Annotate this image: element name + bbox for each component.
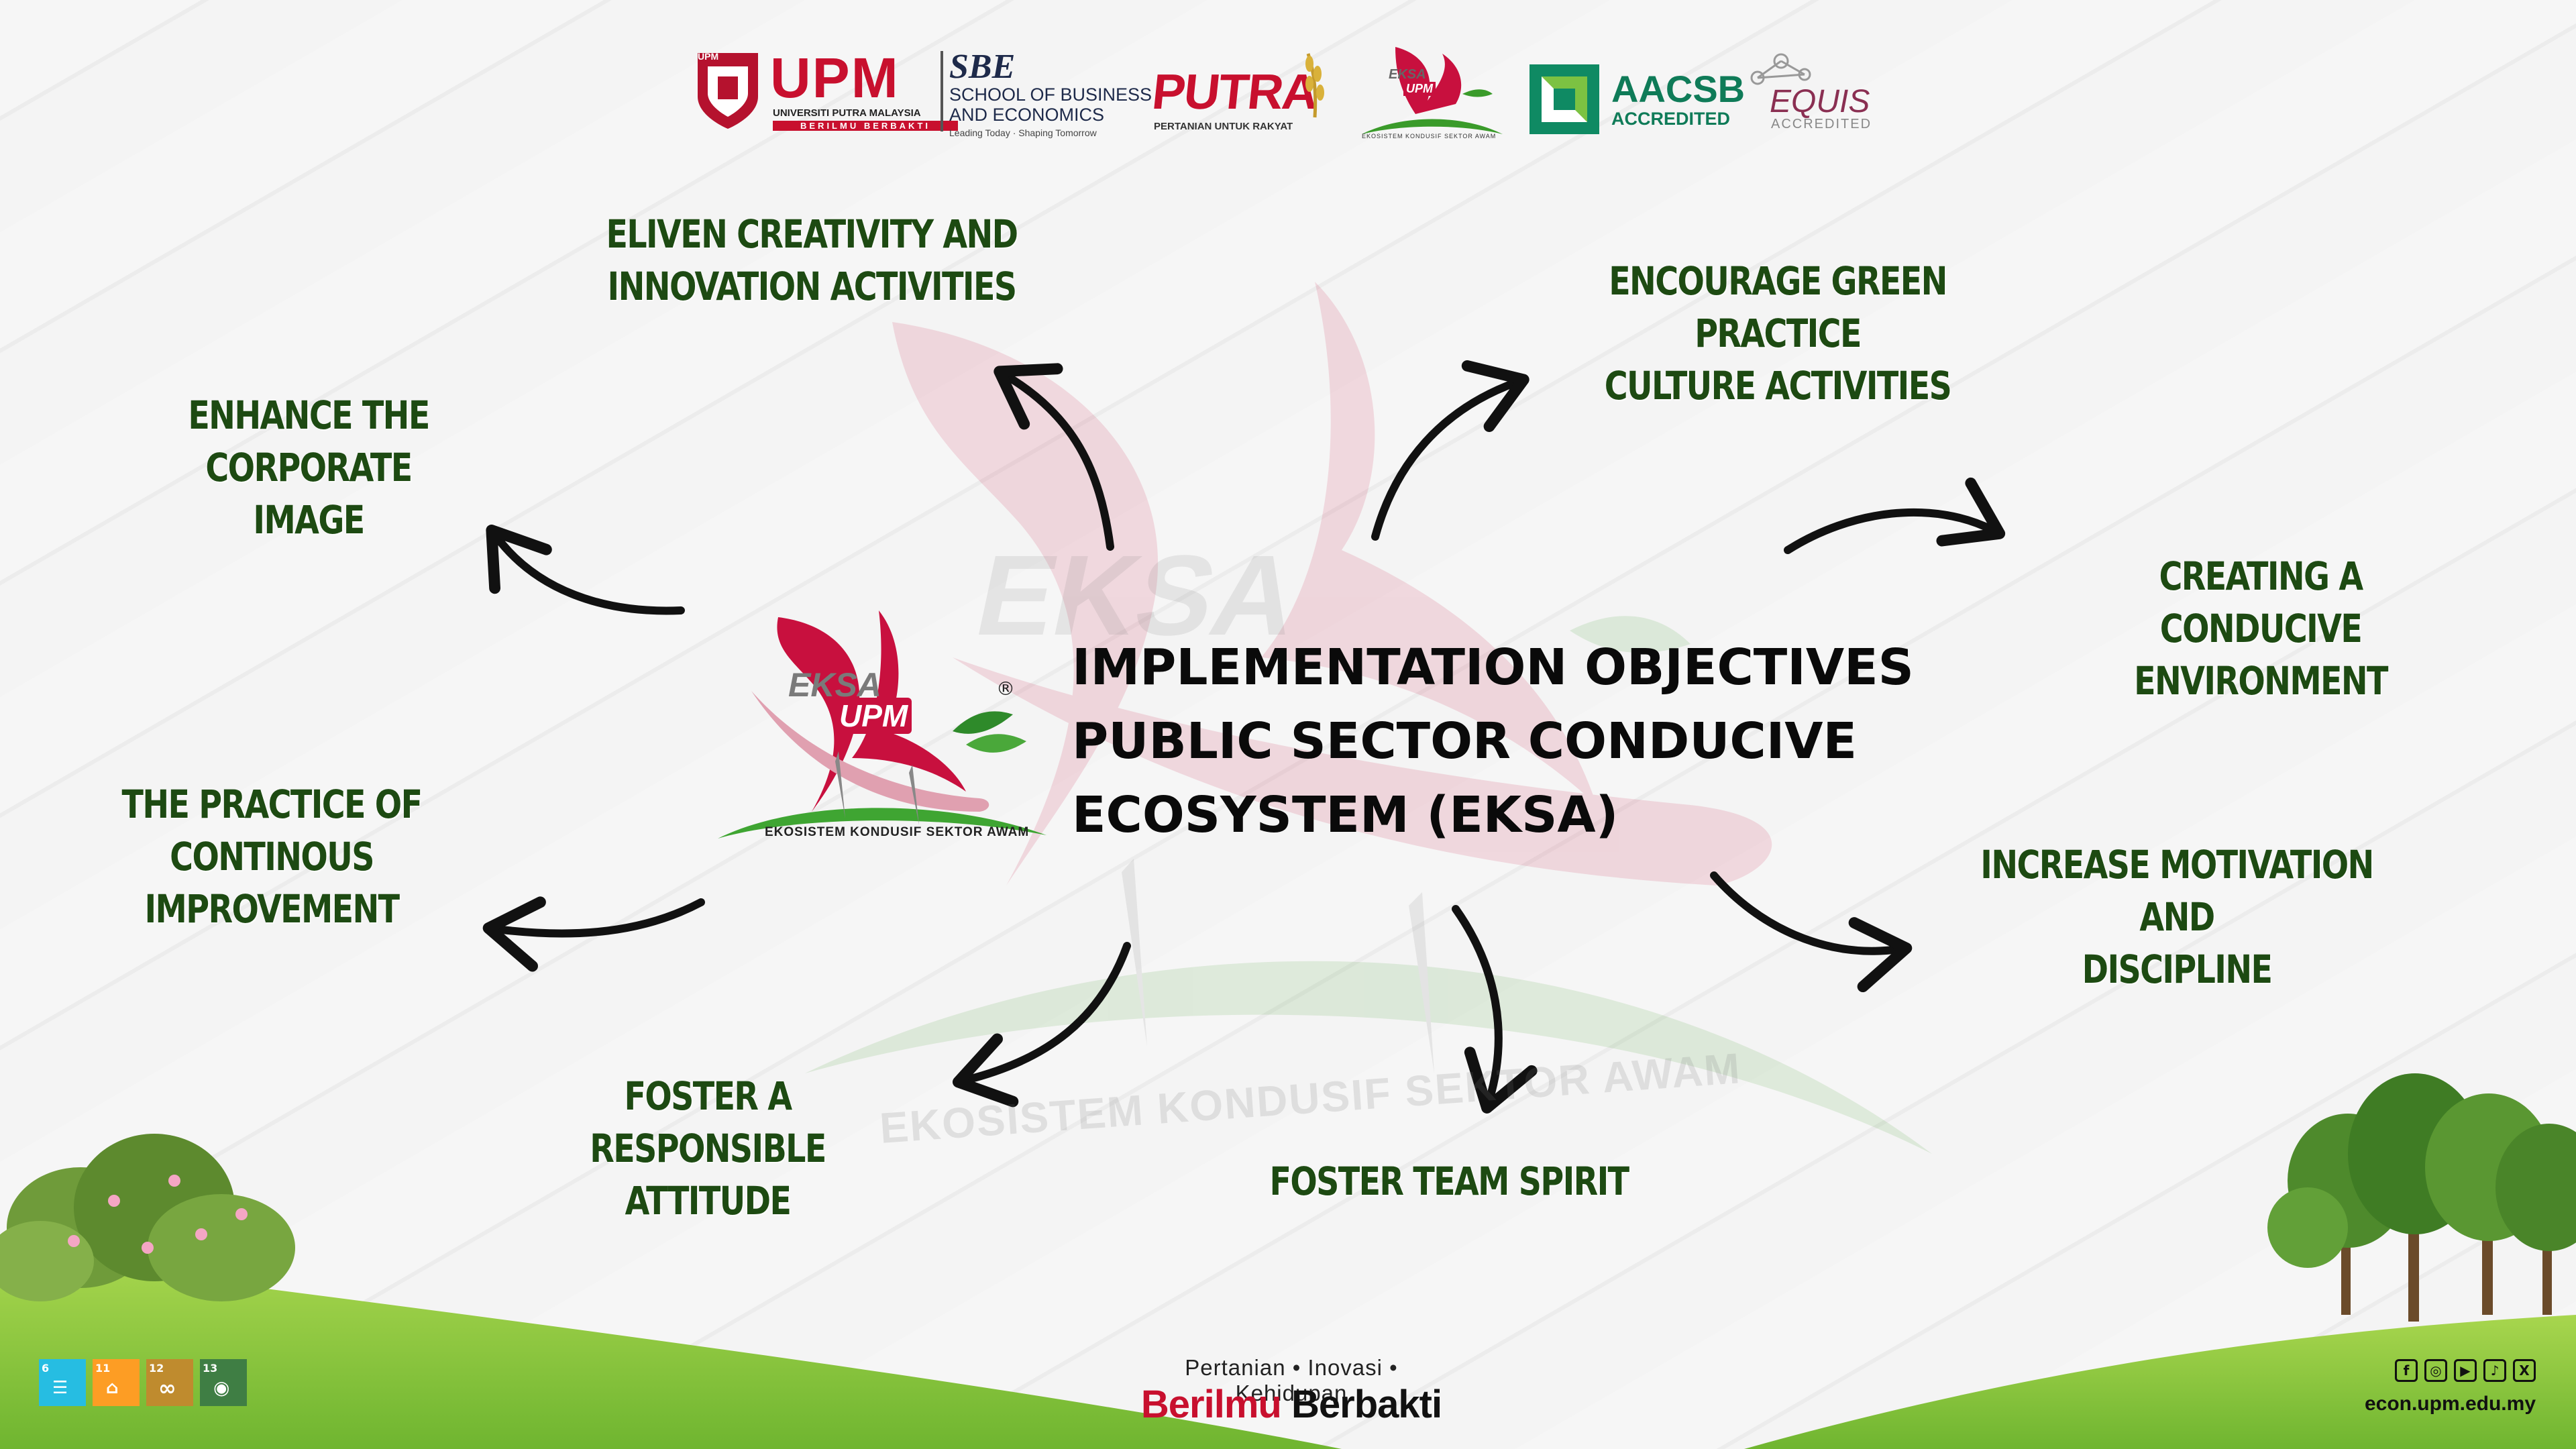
objective-line: THE PRACTICE OF CONTINOUS (121, 782, 423, 879)
objective-line: INCREASE MOTIVATION AND (1980, 842, 2374, 940)
objective-arrows (482, 360, 2006, 1114)
upm-fullname: UNIVERSITI PUTRA MALAYSIA (773, 107, 921, 119)
eksa-small-logo-icon (1362, 47, 1503, 134)
upm-crest-icon (698, 53, 758, 129)
facebook-icon[interactable]: f (2395, 1359, 2418, 1382)
trees-illustration (2267, 1073, 2576, 1322)
eksa-logo-text2: UPM (835, 698, 912, 734)
objective-conducive-environment: CREATING A CONDUCIVE ENVIRONMENT (2057, 550, 2465, 707)
sdg-number: 12 (149, 1362, 164, 1375)
grass-hill-right (1744, 1315, 2576, 1449)
upm-motto: BERILMU BERBAKTI (773, 121, 958, 131)
footer-tagline: Pertanian • Inovasi • Kehidupan (1185, 1355, 1398, 1405)
sbe-name: SCHOOL OF BUSINESS AND ECONOMICS (949, 85, 1152, 125)
x-icon[interactable]: X (2513, 1359, 2536, 1382)
partner-logos: UPM UPM UNIVERSITI PUTRA MALAYSIA BERILM… (691, 40, 1885, 154)
sdg-eye-icon: ◉ (213, 1377, 230, 1399)
sdg-city-icon: ⌂ (106, 1378, 119, 1398)
sbe-mark: SBE (949, 48, 1016, 86)
sdg-number: 6 (42, 1362, 50, 1375)
youtube-icon[interactable]: ▶ (2454, 1359, 2477, 1382)
title-line: PUBLIC SECTOR CONDUCIVE (1072, 712, 1858, 770)
eksa-logo-caption: EKOSISTEM KONDUSIF SEKTOR AWAM (765, 825, 1030, 839)
objective-line: ATTITUDE (625, 1178, 792, 1224)
putra-tagline: PERTANIAN UNTUK RAKYAT (1154, 121, 1293, 132)
objective-line: ENVIRONMENT (2134, 658, 2388, 704)
sdg-13-badge: 13 ◉ (200, 1359, 247, 1406)
objective-responsible-attitude: FOSTER A RESPONSIBLE ATTITUDE (518, 1070, 898, 1227)
upm-wordmark: UPM (770, 46, 900, 109)
objective-line: IMAGE (253, 497, 365, 543)
equis-network-icon (1750, 53, 1811, 85)
grass-hill-left (0, 1254, 1342, 1449)
objective-continuous-improvement: THE PRACTICE OF CONTINOUS IMPROVEMENT (60, 778, 483, 935)
eksa-logo-text1: EKSA (788, 666, 881, 704)
page-title: IMPLEMENTATION OBJECTIVES PUBLIC SECTOR … (1072, 631, 1944, 852)
objective-line: ENCOURAGE GREEN PRACTICE (1609, 258, 1947, 356)
sbe-name-line2: AND ECONOMICS (949, 105, 1105, 125)
sbe-name-line1: SCHOOL OF BUSINESS (949, 85, 1152, 105)
sdg-11-badge: 11 ⌂ (93, 1359, 140, 1406)
sdg-12-badge: 12∞ (146, 1359, 193, 1406)
equis-accredited: ACCREDITED (1771, 117, 1872, 131)
objective-line: CULTURE ACTIVITIES (1604, 363, 1952, 409)
sdg-6-badge: 6☰ (39, 1359, 86, 1406)
bush-illustration (0, 1134, 295, 1301)
sdg-water-icon: ☰ (52, 1378, 68, 1398)
objective-line: ELIVEN CREATIVITY AND (606, 211, 1018, 257)
objective-line: INNOVATION ACTIVITIES (607, 264, 1018, 309)
objective-line: IMPROVEMENT (144, 886, 400, 932)
eksa-small-text1: EKSA (1389, 67, 1426, 82)
objective-line: ENHANCE THE CORPORATE (188, 392, 430, 490)
eksa-small-text2: UPM (1403, 82, 1436, 96)
upm-crest-label: UPM (698, 51, 719, 62)
instagram-icon[interactable]: ◎ (2424, 1359, 2447, 1382)
sbe-tagline: Leading Today · Shaping Tomorrow (949, 127, 1097, 138)
objective-line: FOSTER A RESPONSIBLE (590, 1073, 826, 1171)
objective-corporate-image: ENHANCE THE CORPORATE IMAGE (111, 389, 506, 546)
objective-motivation-discipline: INCREASE MOTIVATION AND DISCIPLINE (1960, 839, 2394, 996)
tiktok-icon[interactable]: ♪ (2483, 1359, 2506, 1382)
sdg-number: 11 (95, 1362, 111, 1375)
eksa-small-caption: EKOSISTEM KONDUSIF SEKTOR AWAM (1362, 133, 1497, 140)
title-line: ECOSYSTEM (EKSA) (1072, 786, 1619, 844)
aacsb-icon (1529, 64, 1599, 134)
eksa-upm-logo (718, 610, 1046, 839)
sdg-number: 13 (203, 1362, 218, 1375)
sdg-badges: 6☰ 11 ⌂ 12∞ 13 ◉ (39, 1359, 247, 1406)
footer-brand: Berilmu Berbakti (1127, 1382, 1456, 1427)
objective-creativity-innovation: ELIVEN CREATIVITY AND INNOVATION ACTIVIT… (602, 208, 1020, 313)
objective-line: DISCIPLINE (2082, 947, 2273, 992)
registered-mark: ® (996, 678, 1015, 700)
aacsb-wordmark: AACSB (1611, 68, 1746, 110)
objective-line: CREATING A CONDUCIVE (2159, 553, 2363, 651)
social-icons: f ◎ ▶ ♪ X (2395, 1359, 2536, 1382)
sdg-infinity-icon: ∞ (158, 1375, 176, 1401)
brand-red-word: Berilmu (1140, 1383, 1282, 1426)
objective-green-practice: ENCOURAGE GREEN PRACTICE CULTURE ACTIVIT… (1547, 255, 2009, 412)
paddy-icon (1305, 53, 1324, 118)
website-link[interactable]: econ.upm.edu.my (2364, 1393, 2536, 1415)
title-line: IMPLEMENTATION OBJECTIVES (1072, 639, 1914, 696)
brand-dark-word: Berbakti (1291, 1383, 1442, 1426)
objective-team-spirit: FOSTER TEAM SPIRIT (1262, 1155, 1636, 1208)
equis-wordmark: EQUIS (1770, 84, 1870, 119)
objective-line: FOSTER TEAM SPIRIT (1269, 1159, 1630, 1204)
aacsb-accredited: ACCREDITED (1611, 109, 1731, 129)
logo-divider (941, 51, 943, 131)
